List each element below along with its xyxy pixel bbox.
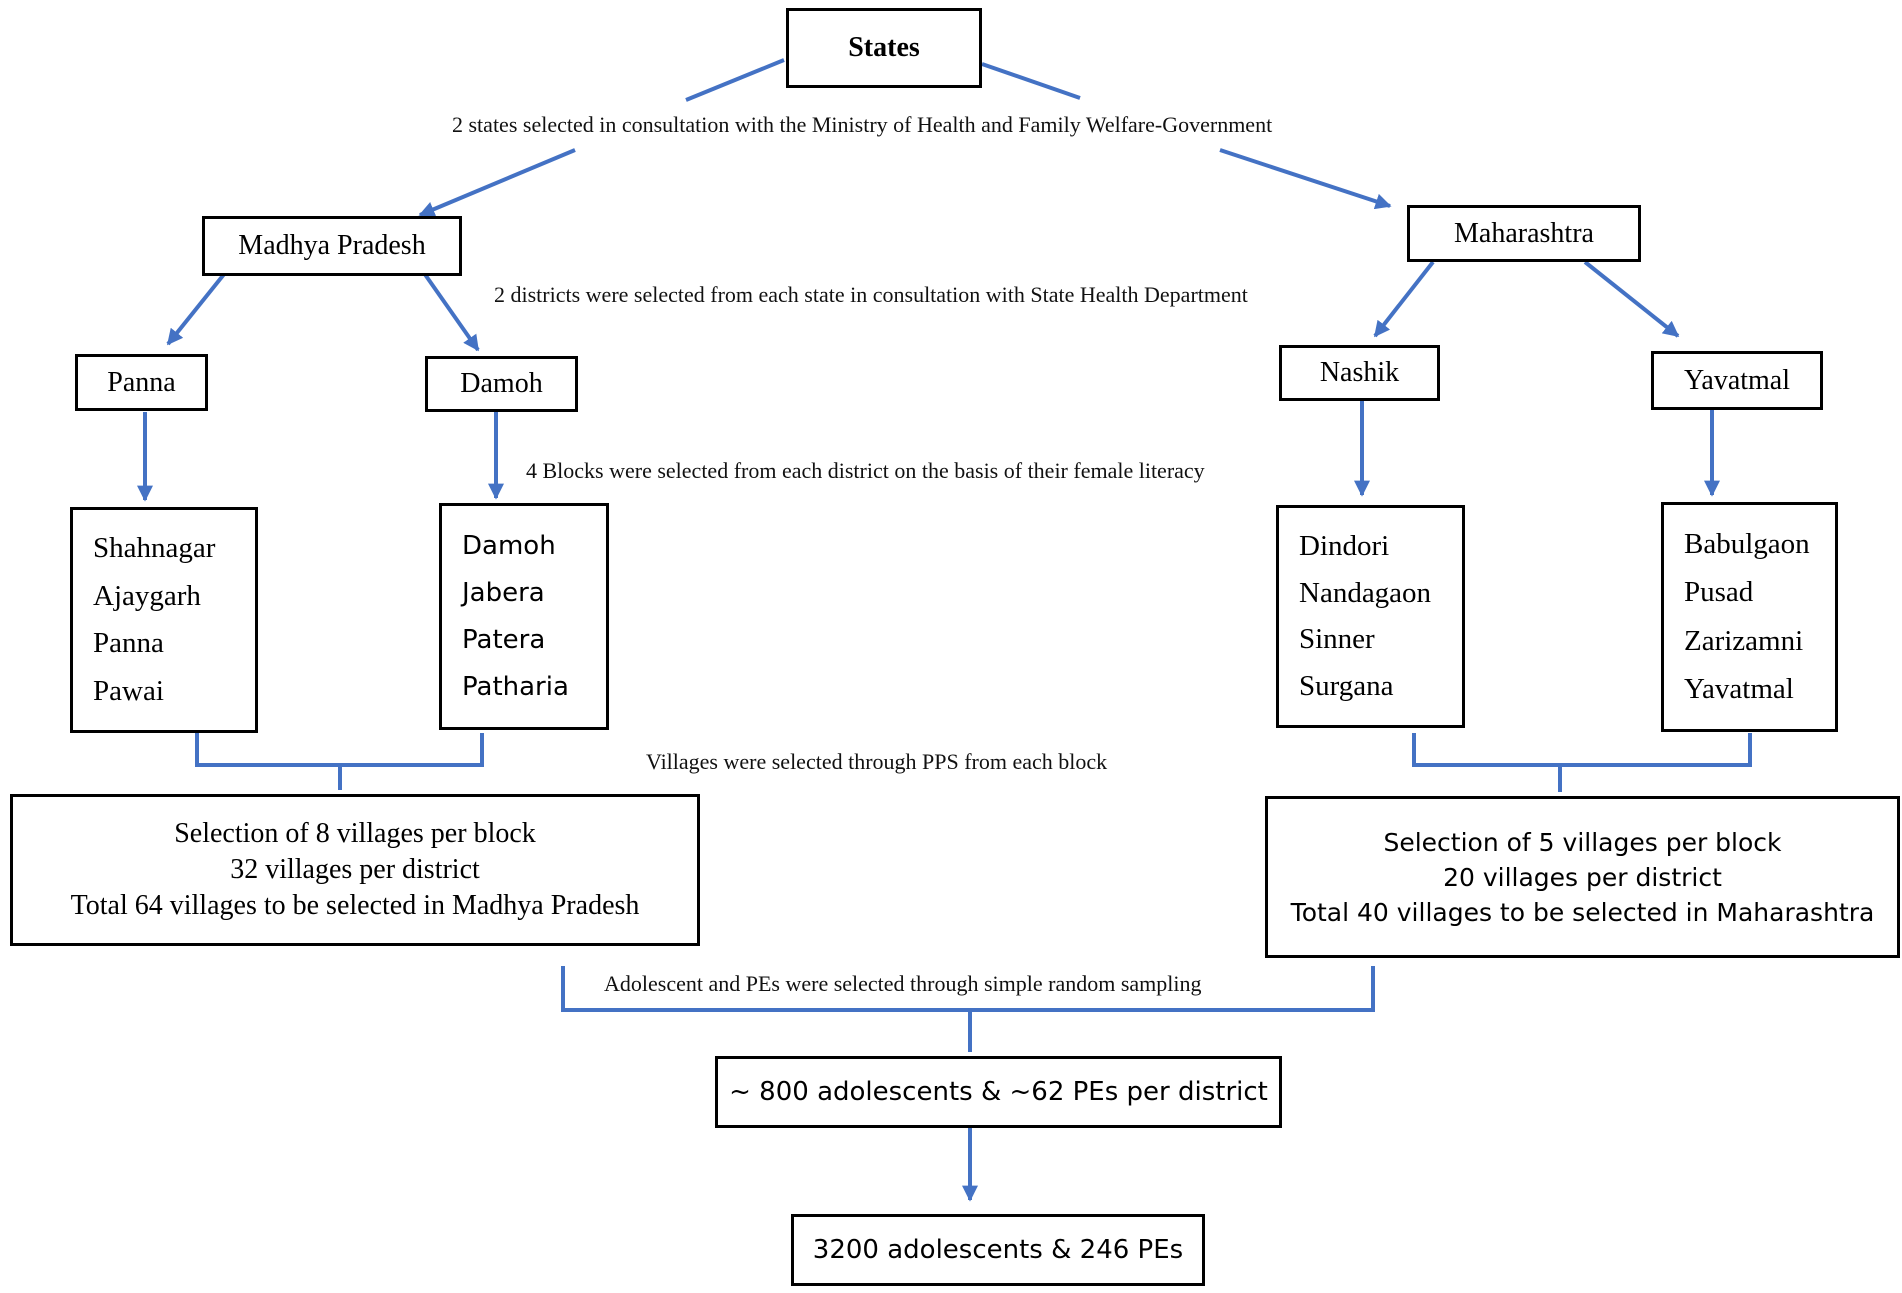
arrow-mh-to-nashik	[1373, 260, 1435, 338]
arrow-root-to-mp	[418, 148, 576, 217]
brace-mh-blocks	[1412, 733, 1752, 792]
block-name: Damoh	[462, 531, 556, 561]
states-box: States	[786, 8, 982, 88]
brace-village-summaries	[561, 966, 1375, 1052]
note-blocks-selected: 4 Blocks were selected from each distric…	[522, 458, 1209, 484]
total-box: 3200 adolescents & 246 PEs	[791, 1214, 1205, 1286]
summary-line: Selection of 5 villages per block	[1383, 827, 1782, 857]
blocks-box-yavatmal: Babulgaon Pusad Zarizamni Yavatmal	[1661, 502, 1838, 732]
villages-summary-madhya-pradesh: Selection of 8 villages per block 32 vil…	[10, 794, 700, 946]
district-label: Yavatmal	[1683, 364, 1791, 396]
total-label: 3200 adolescents & 246 PEs	[812, 1235, 1184, 1265]
per-district-label: ~ 800 adolescents & ~62 PEs per district	[729, 1077, 1268, 1107]
blocks-box-damoh: Damoh Jabera Patera Patharia	[439, 503, 609, 730]
state-box-maharashtra: Maharashtra	[1407, 205, 1641, 262]
district-label: Nashik	[1319, 357, 1400, 388]
block-name: Babulgaon	[1684, 528, 1810, 561]
villages-summary-maharashtra: Selection of 5 villages per block 20 vil…	[1265, 796, 1900, 958]
arrow-mp-to-damoh	[422, 271, 480, 352]
per-district-box: ~ 800 adolescents & ~62 PEs per district	[715, 1056, 1282, 1128]
note-villages-selected: Villages were selected through PPS from …	[642, 749, 1112, 775]
state-label: Maharashtra	[1454, 217, 1594, 249]
district-box-yavatmal: Yavatmal	[1651, 351, 1823, 410]
district-label: Panna	[107, 366, 176, 398]
arrow-mh-to-yavatmal	[1583, 260, 1680, 338]
block-name: Pusad	[1684, 576, 1754, 609]
note-participants-selected: Adolescent and PEs were selected through…	[600, 971, 1206, 997]
block-name: Patera	[462, 625, 546, 655]
blocks-box-nashik: Dindori Nandagaon Sinner Surgana	[1276, 505, 1465, 728]
block-name: Nandagaon	[1299, 576, 1432, 609]
block-name: Yavatmal	[1684, 672, 1794, 705]
block-name: Dindori	[1299, 529, 1390, 562]
blocks-box-panna: Shahnagar Ajaygarh Panna Pawai	[70, 507, 258, 733]
district-label: Damoh	[460, 368, 543, 399]
block-name: Panna	[93, 627, 164, 660]
block-name: Surgana	[1299, 670, 1394, 703]
arrow-root-to-mh-upper	[981, 62, 1081, 100]
district-box-nashik: Nashik	[1279, 345, 1440, 401]
note-districts-selected: 2 districts were selected from each stat…	[490, 282, 1252, 308]
district-box-panna: Panna	[75, 354, 208, 411]
note-states-selected: 2 states selected in consultation with t…	[448, 112, 1277, 138]
summary-line: 20 villages per district	[1443, 862, 1722, 892]
arrow-root-to-mh	[1219, 148, 1392, 210]
summary-line: Total 40 villages to be selected in Maha…	[1290, 897, 1875, 927]
block-name: Patharia	[462, 672, 569, 702]
block-name: Pawai	[93, 674, 164, 707]
block-name: Zarizamni	[1684, 624, 1804, 657]
state-box-madhya-pradesh: Madhya Pradesh	[202, 216, 462, 276]
block-name: Sinner	[1299, 623, 1375, 656]
summary-line: Selection of 8 villages per block	[174, 818, 536, 849]
block-name: Jabera	[462, 578, 545, 608]
state-label: Madhya Pradesh	[238, 230, 426, 261]
states-label: States	[848, 32, 920, 63]
arrow-mp-to-panna	[166, 271, 227, 346]
district-box-damoh: Damoh	[425, 356, 578, 412]
arrow-root-to-mp-upper	[685, 58, 785, 102]
summary-line: 32 villages per district	[230, 854, 480, 885]
summary-line: Total 64 villages to be selected in Madh…	[70, 890, 640, 921]
block-name: Shahnagar	[93, 532, 216, 565]
brace-mp-blocks	[195, 733, 484, 790]
block-name: Ajaygarh	[93, 579, 201, 612]
